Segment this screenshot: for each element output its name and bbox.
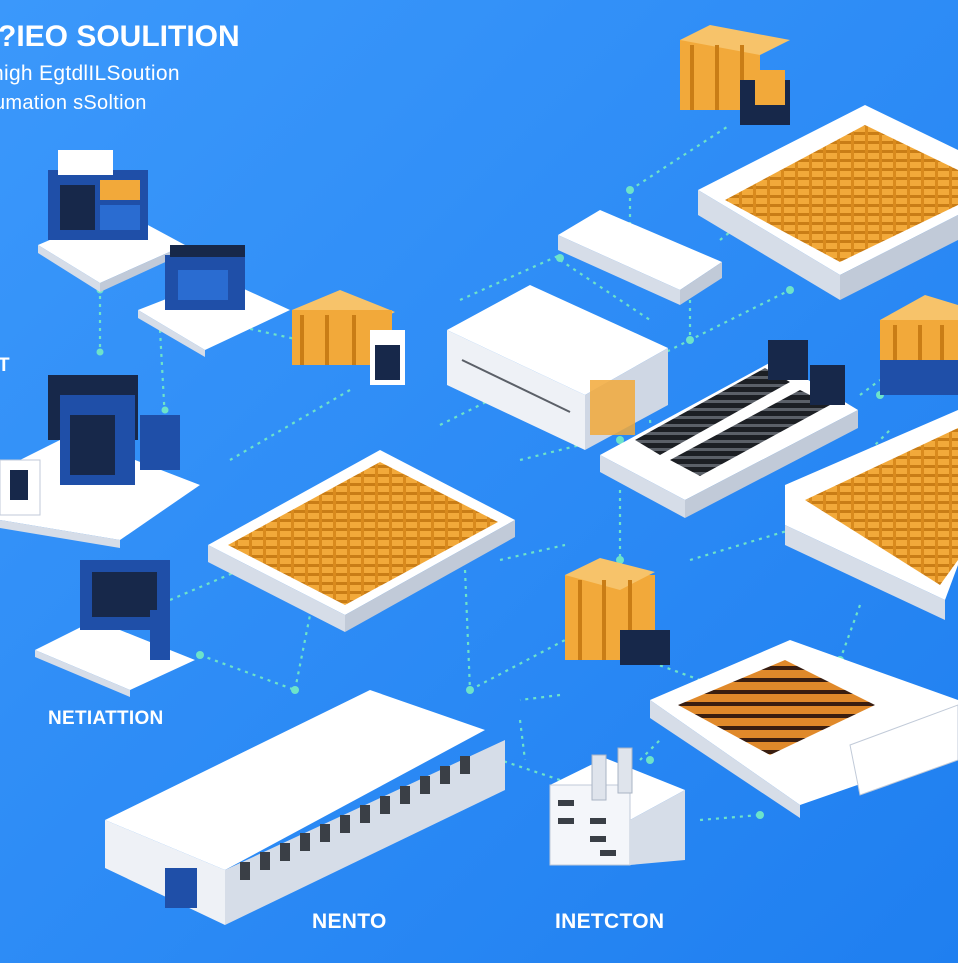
label-left-edge: T <box>0 355 10 376</box>
page-title: ?IEO SOULITION <box>0 20 240 53</box>
control-unit-bottom <box>549 747 685 866</box>
storage-grid-center <box>208 450 515 632</box>
cargo-crates-center <box>565 558 670 665</box>
cargo-crates-top <box>680 25 790 125</box>
cargo-crates-left <box>292 290 405 385</box>
machine-left-lower <box>35 560 195 697</box>
server-building-bottom <box>105 690 505 925</box>
machine-top-left <box>38 150 185 292</box>
label-bottom-right: INETCTON <box>555 910 665 933</box>
storage-grid-right <box>785 410 958 620</box>
storage-grid-top-right <box>698 105 958 300</box>
subtitle-line-1: high EgtdlILSoution <box>0 62 180 85</box>
subtitle-line-2: umation sSoltion <box>0 92 147 114</box>
label-bottom-left: NETIATTION <box>48 708 164 729</box>
cargo-crates-right <box>880 295 958 395</box>
rod-tray <box>650 640 958 818</box>
machine-left-cluster <box>0 375 200 548</box>
warehouse-building-center <box>447 285 668 450</box>
conveyor-rails <box>600 340 858 518</box>
machine-small-pad <box>138 245 290 357</box>
white-slab <box>558 210 722 305</box>
label-bottom-middle: NENTO <box>312 910 387 933</box>
